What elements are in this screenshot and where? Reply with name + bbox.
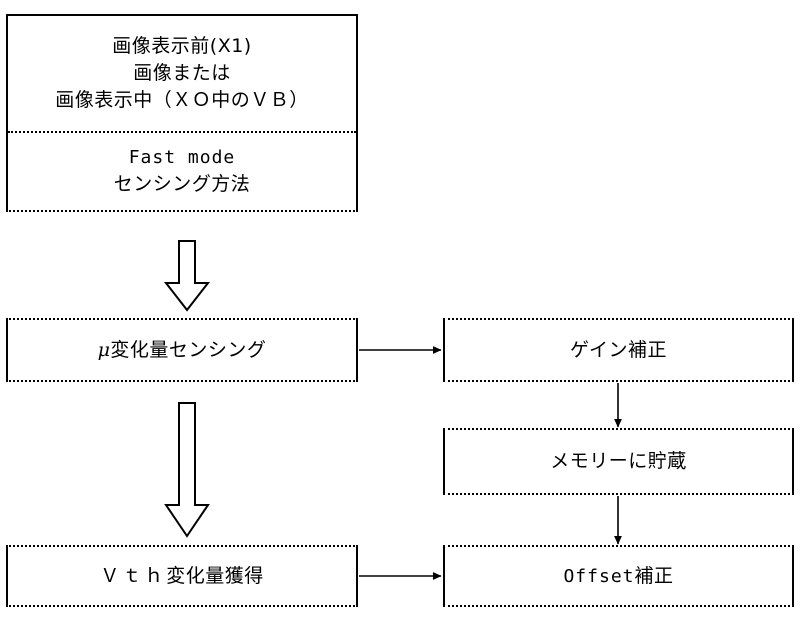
display-state-line-2: 画像または <box>133 61 231 84</box>
offset-word: Offset <box>563 565 635 587</box>
offset-correction-label-wrap: Offset補正 <box>563 563 673 590</box>
sensing-method-line-2: センシング方法 <box>113 172 251 195</box>
memory-store-label: メモリーに貯蔵 <box>550 450 687 473</box>
mu-symbol: μ <box>97 338 111 361</box>
gain-correction-box: ゲイン補正 <box>443 318 794 382</box>
memory-store-box: メモリーに貯蔵 <box>443 428 794 495</box>
display-state-upper-section: 画像表示前(X1) 画像または 画像表示中（ＸＯ中のＶＢ） <box>8 16 356 133</box>
mu-change-sensing-label-wrap: μ変化量センシング <box>98 337 267 364</box>
block-arrow-down-to-mu-sensing <box>163 240 211 312</box>
display-state-block: 画像表示前(X1) 画像または 画像表示中（ＸＯ中のＶＢ） Fast mode … <box>6 14 358 212</box>
sensing-method-line-1: Fast mode <box>128 147 236 169</box>
display-state-line-1: 画像表示前(X1) <box>112 34 252 57</box>
vth-symbol: Ｖｔｈ <box>100 564 167 587</box>
mu-change-sensing-label: 変化量センシング <box>110 338 267 361</box>
display-state-lower-section: Fast mode センシング方法 <box>8 133 356 210</box>
offset-correction-label: 補正 <box>634 564 674 587</box>
vth-change-acquire-label: 変化量獲得 <box>166 564 264 587</box>
display-state-line-3: 画像表示中（ＸＯ中のＶＢ） <box>55 88 309 111</box>
gain-correction-label: ゲイン補正 <box>569 338 668 361</box>
mu-change-sensing-box: μ変化量センシング <box>6 318 358 382</box>
vth-change-acquire-box: Ｖｔｈ変化量獲得 <box>6 545 358 607</box>
offset-correction-box: Offset補正 <box>443 545 794 607</box>
vth-change-acquire-label-wrap: Ｖｔｈ変化量獲得 <box>100 563 264 590</box>
block-arrow-down-to-vth-acquire <box>164 402 210 538</box>
